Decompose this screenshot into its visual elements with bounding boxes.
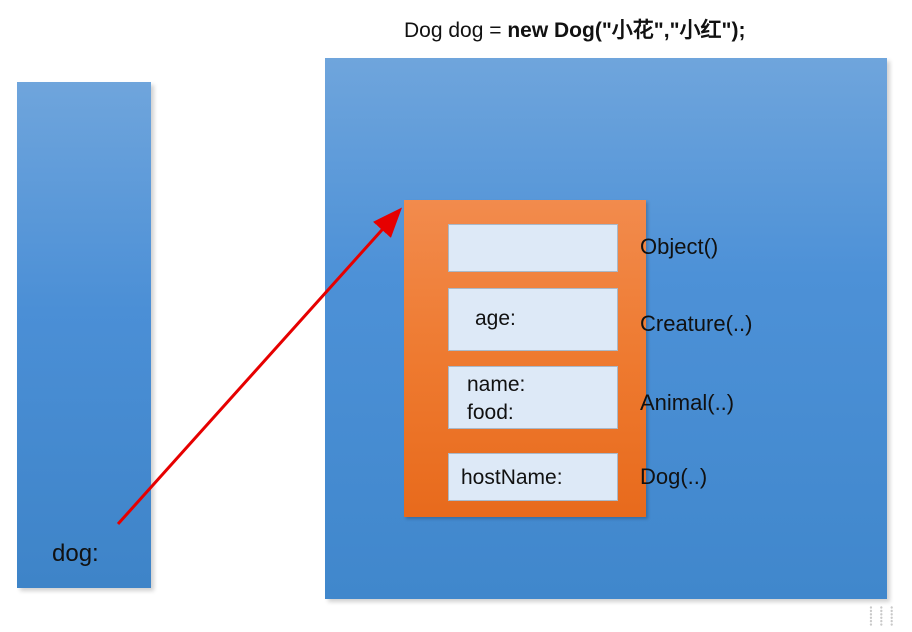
code-constructor-call: new Dog("小花","小红"); <box>507 19 746 42</box>
watermark: ⸽ ⸽ ⸽ <box>868 606 894 627</box>
ctor-creature: Creature(..) <box>640 311 753 336</box>
code-caption: Dog dog = new Dog("小花","小红"); <box>404 14 745 44</box>
creature-field-box: age: <box>448 288 618 351</box>
dog-field-box: hostName: <box>448 453 618 501</box>
ctor-object: Object() <box>640 234 719 259</box>
field-food: food: <box>467 401 514 424</box>
field-age: age: <box>475 307 516 330</box>
field-name: name: <box>467 373 526 396</box>
ctor-dog: Dog(..) <box>640 464 708 489</box>
object-field-box <box>448 224 618 272</box>
code-prefix: Dog dog = <box>404 19 508 42</box>
stack-area <box>17 82 151 588</box>
field-hostname: hostName: <box>461 466 563 489</box>
stack-variable-dog: dog: <box>52 540 99 567</box>
animal-field-box: name: food: <box>448 366 618 429</box>
ctor-animal: Animal(..) <box>640 390 735 415</box>
